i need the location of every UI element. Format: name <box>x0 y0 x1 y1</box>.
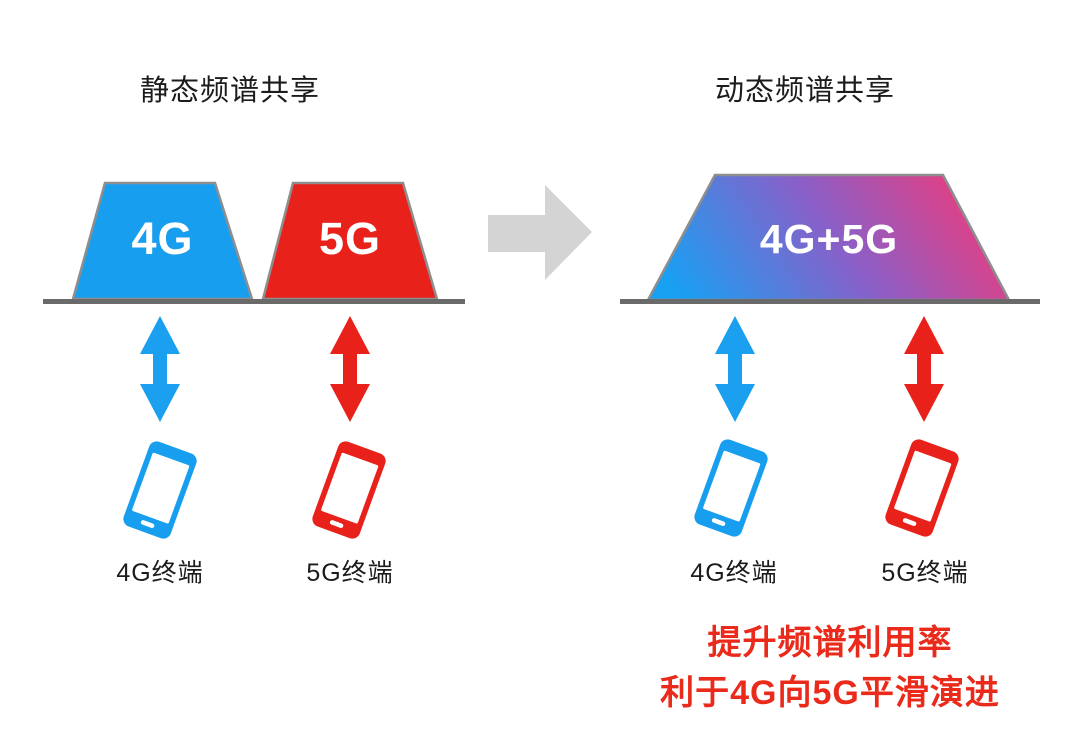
transition-right-arrow-icon <box>488 185 592 280</box>
4g-band-label: 4G <box>131 213 194 264</box>
left-5g-terminal-label: 5G终端 <box>306 559 394 587</box>
left-5g-updown-arrow-icon <box>330 316 370 422</box>
right-spectrum-baseline <box>620 299 1040 304</box>
left-4g-updown-arrow-icon <box>140 316 180 422</box>
benefit-notes: 提升频谱利用率 利于4G向5G平滑演进 <box>615 618 1045 718</box>
left-4g-phone-icon <box>123 441 197 539</box>
5g-band-label: 5G <box>318 213 382 264</box>
right-5g-phone-icon <box>885 439 959 537</box>
right-4g-terminal-label: 4G终端 <box>690 559 778 587</box>
benefit-note-line2: 利于4G向5G平滑演进 <box>660 674 1000 712</box>
right-4g-updown-arrow-icon <box>715 316 755 422</box>
dynamic-sharing-title: 动态频谱共享 <box>714 75 895 107</box>
left-spectrum-baseline <box>43 299 465 304</box>
left-4g-terminal-label: 4G终端 <box>116 559 204 587</box>
left-5g-phone-icon <box>312 441 386 539</box>
static-sharing-title: 静态频谱共享 <box>139 75 320 107</box>
benefit-note-line1: 提升频谱利用率 <box>707 624 953 662</box>
right-5g-terminal-label: 5G终端 <box>881 559 969 587</box>
combined-band-label: 4G+5G <box>759 216 899 262</box>
right-5g-updown-arrow-icon <box>904 316 944 422</box>
right-4g-phone-icon <box>694 439 768 537</box>
